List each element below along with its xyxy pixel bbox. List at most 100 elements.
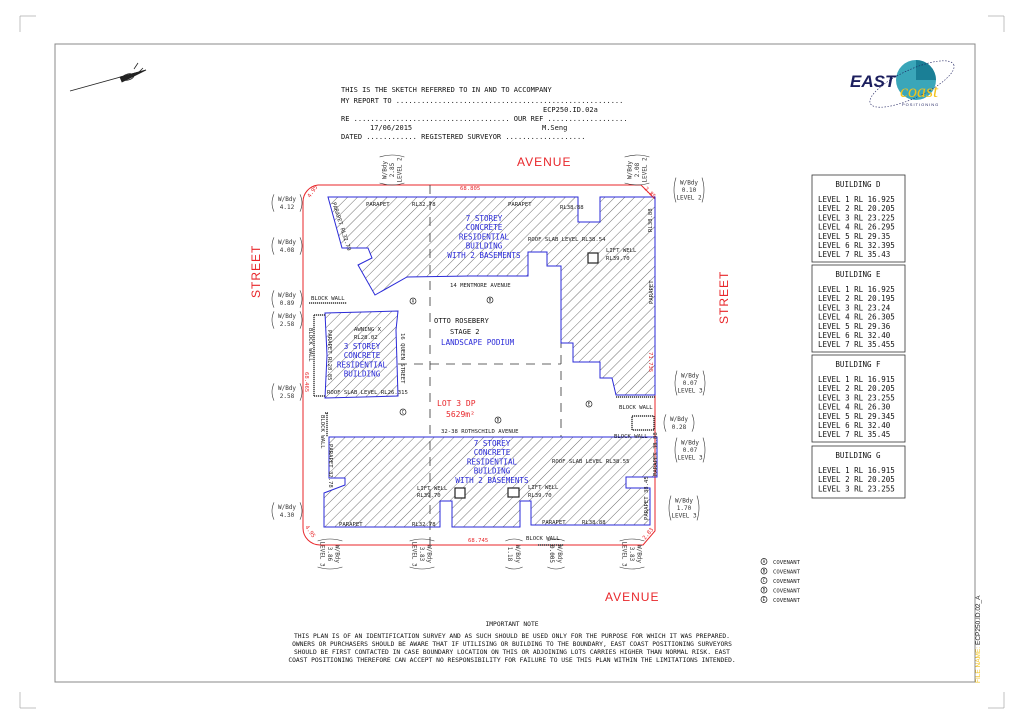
plan-label: 68.465 [303,372,309,392]
plan-label: PARAPET [366,202,390,208]
building-description-line: BUILDING [344,370,381,379]
offset-text: LEVEL 3 [410,541,417,567]
building-description-line: RESIDENTIAL [467,457,518,466]
legend-item: C COVENANT [760,577,801,585]
offset-text: 0.07 [683,447,698,454]
corner-marks [19,15,1005,709]
building-description-line: RESIDENTIAL [459,232,510,241]
building-description-line: CONCRETE [344,351,381,360]
offset-text: LEVEL 2 [642,157,649,183]
legend-symbol: C [763,578,766,583]
covenant-symbol-icon [760,567,768,575]
legend-symbol: E [763,597,766,602]
offset-text: 4.30 [280,512,295,519]
street-label-bottom: AVENUE [605,590,659,604]
offset-text: 0.07 [683,380,698,387]
plan-label: LIFT WELL [417,486,448,492]
lot-boundary [302,184,656,546]
building-level-row: LEVEL 2 RL 20.195 [818,294,895,303]
plan-label: LANDSCAPE PODIUM [441,338,515,347]
offset-text: W/Bdy [626,161,633,179]
note-line: THIS PLAN IS OF AN IDENTIFICATION SURVEY… [294,633,730,640]
date-value: 17/06/2015 [370,124,412,132]
covenant-mark-icon [409,297,417,305]
building-description-line: BUILDING [466,242,503,251]
building-level-row: LEVEL 5 RL 29.345 [818,412,895,421]
building-description-line: CONCRETE [466,223,503,232]
building-level-row: LEVEL 7 RL 35.455 [818,340,895,349]
offset-text: W/Bdy [680,179,698,186]
building-description-line: CONCRETE [474,448,511,457]
legend-symbol: B [763,569,766,574]
offset-text: 0.28 [672,424,687,431]
plan-label: 71.735 [647,352,653,372]
plan-label: RL39.70 [417,493,441,499]
offset-text: W/Bdy [670,416,688,423]
plan-label: PARAPET [339,522,363,528]
building-level-row: LEVEL 4 RL 26.30 [818,403,891,412]
building-level-row: LEVEL 4 RL 26.295 [818,223,895,232]
legend-label: COVENANT [773,570,801,576]
building-d-footprint [327,196,656,396]
plan-label: BLOCK WALL [311,296,345,302]
offset-text: 1.18 [506,547,513,562]
covenant-mark-icon [399,408,407,416]
offset-text: W/Bdy [381,161,388,179]
north-arrow-icon [69,62,147,92]
plan-label: BLOCK WALL [307,328,313,362]
east-coast-logo: EAST coast POSITIONING [850,60,955,108]
plan-label: PARAPET RL28.85 [326,330,332,381]
building-level-row: LEVEL 7 RL 35.45 [818,430,890,439]
offset-text: W/Bdy [278,385,296,392]
building-level-row: LEVEL 5 RL 29.35 [818,232,890,241]
offset-text: W/Bdy [681,372,699,379]
offset-text: 4.12 [280,204,295,211]
logo-east-text: EAST [850,72,897,91]
offset-text: W/Bdy [334,545,341,563]
building-description-line: 3 STOREY [344,342,381,351]
plan-label: PARAPET 32.78 [327,444,333,488]
note-line: OWNERS OR PURCHASERS SHOULD BE AWARE THA… [292,641,732,648]
building-description-line: WITH 2 BASEMENTS [447,251,521,260]
offset-text: 3.83 [628,547,635,562]
building-level-row: LEVEL 7 RL 35.43 [818,250,890,259]
plan-label: 14 MENTMORE AVENUE [450,283,511,289]
offset-text: LEVEL 2 [397,157,404,183]
offset-text: LEVEL 2 [676,195,702,202]
header-line-2: MY REPORT TO ...........................… [341,97,623,105]
offset-text: 2.08 [634,162,641,177]
legend-label: COVENANT [773,579,801,585]
building-level-row: LEVEL 3 RL 23.255 [818,484,895,493]
offset-text: 3.86 [326,547,333,562]
plan-label: BLOCK WALL [619,405,653,411]
building-level-row: LEVEL 3 RL 23.225 [818,213,895,222]
our-ref-value: ECP250.ID.02a [543,106,598,114]
plan-label: RL28.02 [354,335,378,341]
plan-label: RL39.70 [606,256,630,262]
covenant-mark-letter: B [489,298,492,303]
note-line: SHOULD BE FIRST CONTACTED IN CASE BOUNDA… [294,649,730,656]
building-description-line: BUILDING [474,467,511,476]
offset-text: LEVEL 3 [318,541,325,567]
offset-text: W/Bdy [278,504,296,511]
building-table-title: BUILDING F [835,360,881,369]
plan-label: STAGE 2 [450,328,480,336]
plan-label: RL38.88 [648,208,654,232]
plan-label: RL39.70 [528,493,552,499]
plan-label: ROOF SLAB LEVEL RL26.315 [327,390,408,396]
plan-label: AWNING X [354,327,382,333]
covenant-mark-letter: C [402,410,405,415]
plan-label: PARAPET [649,280,655,304]
building-level-row: LEVEL 1 RL 16.925 [818,195,895,204]
legend-label: COVENANT [773,598,801,604]
covenant-mark-icon [494,416,502,424]
